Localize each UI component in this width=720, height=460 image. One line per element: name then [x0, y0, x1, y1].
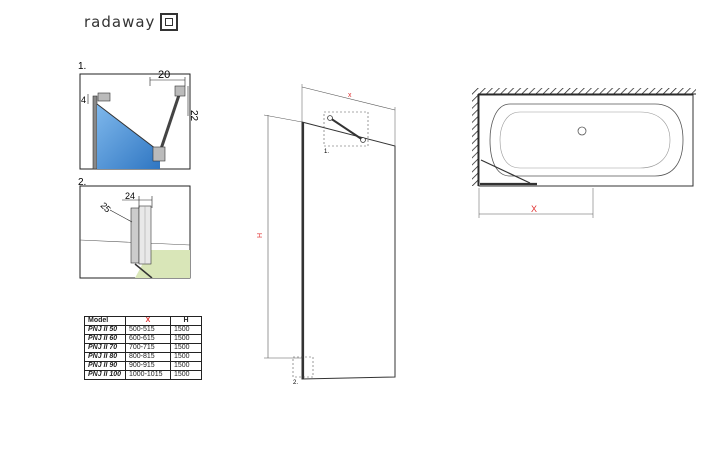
dim-20: 20: [158, 69, 170, 81]
cell-x: 600-615: [125, 334, 171, 344]
detail-2: 2. 24 25: [78, 177, 191, 279]
cell-x: 900-915: [125, 361, 171, 371]
detail-1-label: 1.: [78, 61, 86, 72]
cell-h: 1500: [170, 334, 202, 344]
cell-h: 1500: [170, 370, 202, 380]
table-row: PNJ II 90 900-915 1500: [84, 361, 202, 371]
cell-h: 1500: [170, 343, 202, 353]
model-dimension-table: Model X H PNJ II 50 500-515 1500 PNJ II …: [84, 316, 202, 380]
table-row: PNJ II 50 500-515 1500: [84, 325, 202, 335]
bathtub-basin: [489, 103, 684, 177]
height-label-h: H: [257, 233, 264, 238]
drain: [577, 126, 587, 136]
side-wall-hatch: [472, 88, 478, 186]
cell-h: 1500: [170, 325, 202, 335]
cell-model: PNJ II 90: [84, 361, 126, 371]
brand-logo-mark: [160, 13, 179, 31]
support-bar-plan: [480, 159, 531, 184]
brand-logo: radaway: [84, 10, 179, 34]
header-h: H: [170, 316, 202, 326]
table-row: PNJ II 70 700-715 1500: [84, 343, 202, 353]
header-model: Model: [84, 316, 126, 326]
dim-24: 24: [125, 191, 135, 201]
plan-view: X: [472, 88, 696, 218]
callout-2-label: 2.: [293, 380, 298, 386]
detail-1: 1. 20 4 22: [78, 61, 199, 170]
width-label-x: x: [348, 92, 352, 99]
support-bar: [158, 91, 182, 153]
cell-model: PNJ II 80: [84, 352, 126, 362]
cell-h: 1500: [170, 361, 202, 371]
table-row: PNJ II 100 1000-1015 1500: [84, 370, 202, 380]
cell-model: PNJ II 100: [84, 370, 126, 380]
cell-model: PNJ II 50: [84, 325, 126, 335]
cell-h: 1500: [170, 352, 202, 362]
cell-x: 800-815: [125, 352, 171, 362]
wall-clamp: [97, 92, 111, 102]
wall-profile: [92, 95, 98, 170]
cell-x: 1000-1015: [125, 370, 171, 380]
cell-model: PNJ II 60: [84, 334, 126, 344]
support-bar-elevation: [329, 117, 364, 141]
wall-profile-section: [130, 207, 140, 264]
dim-22: 22: [188, 110, 199, 122]
brand-name: radaway: [84, 13, 156, 31]
detail-2-label: 2.: [78, 177, 86, 188]
glass-clamp: [152, 146, 166, 162]
callout-box-1: [323, 111, 369, 147]
back-wall-hatch: [478, 88, 696, 94]
cell-x: 500-515: [125, 325, 171, 335]
header-x: X: [125, 316, 171, 326]
glass-edge: [134, 263, 153, 279]
callout-1-label: 1.: [324, 149, 329, 155]
glass-panel: [97, 104, 160, 169]
table-header-row: Model X H: [84, 316, 202, 326]
table-row: PNJ II 60 600-615 1500: [84, 334, 202, 344]
width-dim-line: [301, 86, 396, 111]
callout-box-2: [292, 356, 314, 378]
bar-wall-fixing: [174, 85, 186, 97]
front-elevation: x H 1. 2.: [257, 84, 396, 386]
cell-model: PNJ II 70: [84, 343, 126, 353]
glass-panel-elevation: [301, 121, 396, 380]
dim-4: 4: [81, 95, 86, 105]
table-row: PNJ II 80 800-815 1500: [84, 352, 202, 362]
plan-width-label-x: X: [531, 204, 537, 214]
cell-x: 700-715: [125, 343, 171, 353]
